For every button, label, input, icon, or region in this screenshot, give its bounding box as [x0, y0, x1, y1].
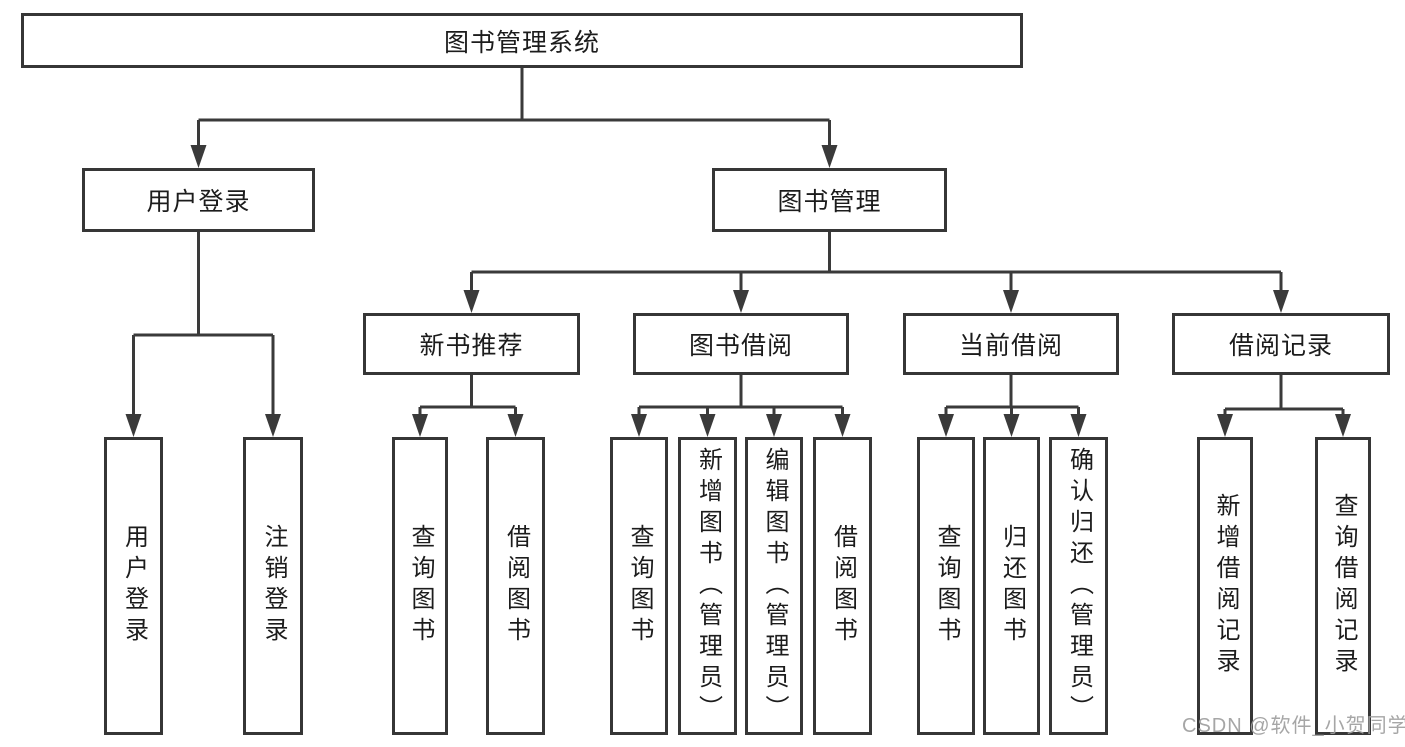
csdn-watermark: CSDN @软件_小贺同学	[1182, 715, 1405, 737]
leaf-borrow-books-borrowing: 借阅图书	[813, 437, 872, 735]
node-user-login: 用户登录	[82, 168, 315, 232]
node-borrowing-records: 借阅记录	[1172, 313, 1390, 375]
arrowheads	[125, 145, 1351, 437]
leaf-query-books-borrowing: 查询图书	[610, 437, 668, 735]
leaf-logout-login: 注销登录	[243, 437, 303, 735]
node-new-book-recommendation: 新书推荐	[363, 313, 580, 375]
leaf-add-borrow-record: 新增借阅记录	[1197, 437, 1253, 735]
leaf-query-books-current: 查询图书	[917, 437, 975, 735]
node-root-label: 图书管理系统	[443, 28, 600, 57]
leaf-user-login: 用户登录	[104, 437, 163, 735]
leaf-edit-books-admin: 编辑图书（管理员）	[745, 437, 803, 735]
leaf-return-books: 归还图书	[983, 437, 1040, 735]
leaf-confirm-return-admin: 确认归还（管理员）	[1049, 437, 1108, 735]
leaf-add-books-admin: 新增图书（管理员）	[678, 437, 737, 735]
node-current-borrowing: 当前借阅	[903, 313, 1119, 375]
leaf-query-borrow-record: 查询借阅记录	[1315, 437, 1371, 735]
node-new-book-recommendation-label: 新书推荐	[419, 332, 524, 360]
node-user-login-label: 用户登录	[146, 188, 251, 216]
node-borrowing-records-label: 借阅记录	[1228, 332, 1333, 360]
node-current-borrowing-label: 当前借阅	[958, 332, 1063, 360]
leaf-borrow-books-recommend: 借阅图书	[486, 437, 545, 735]
node-book-management: 图书管理	[712, 168, 947, 232]
node-book-borrowing: 图书借阅	[633, 313, 849, 375]
node-root: 图书管理系统	[21, 13, 1023, 68]
node-book-borrowing-label: 图书借阅	[688, 332, 793, 360]
node-book-management-label: 图书管理	[777, 188, 882, 216]
leaf-query-books-recommend: 查询图书	[392, 437, 448, 735]
